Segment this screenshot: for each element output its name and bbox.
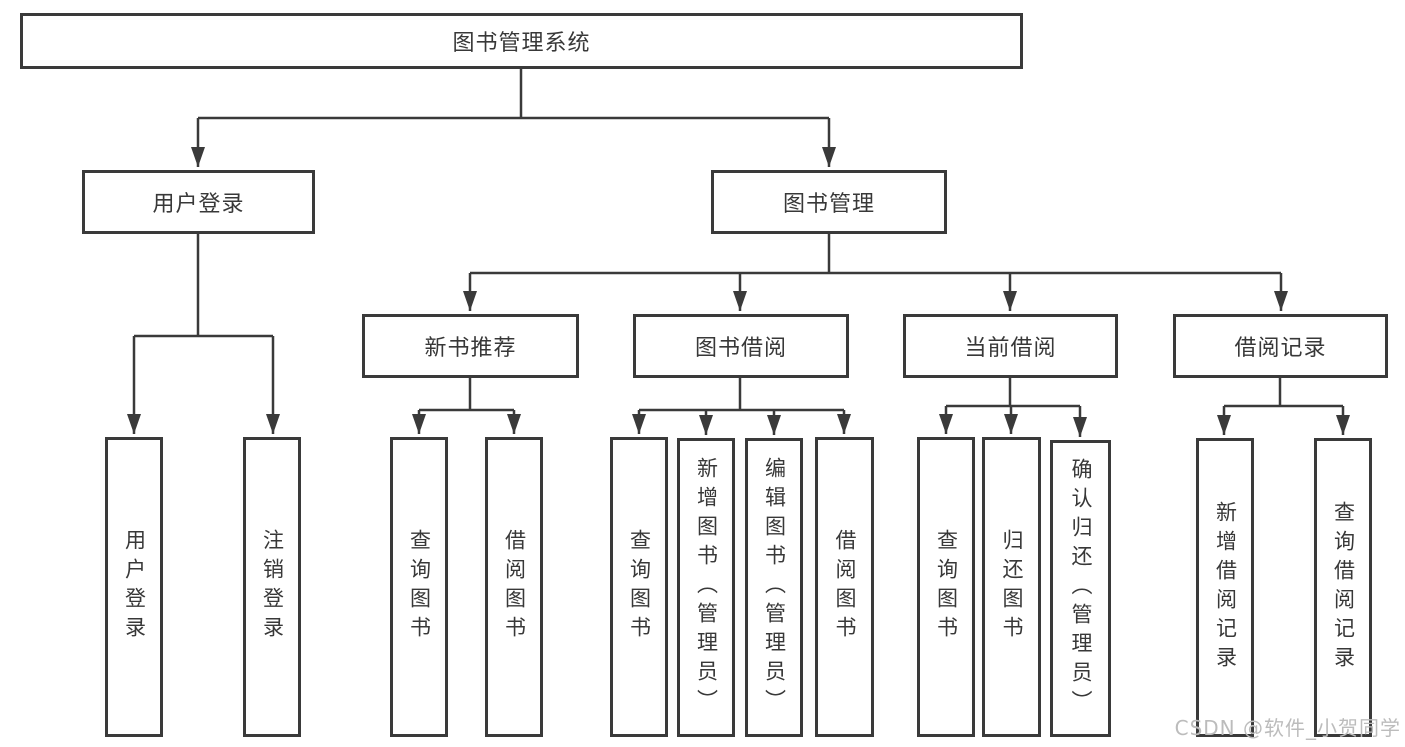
- leaf-label: 归还图书: [1000, 529, 1024, 645]
- node-label: 借阅记录: [1234, 336, 1327, 361]
- leaf-logout: 注销登录: [243, 437, 301, 737]
- node-label: 用户登录: [152, 192, 245, 217]
- leaf-label: 查询借阅记录: [1331, 500, 1356, 675]
- leaf-add-borrow-record: 新增借阅记录: [1196, 438, 1254, 737]
- node-user-login: 用户登录: [82, 170, 315, 234]
- node-book-management: 图书管理: [711, 170, 947, 234]
- leaf-label: 借阅图书: [502, 529, 527, 645]
- leaf-label: 用户登录: [122, 529, 147, 645]
- leaf-borrow-books-1: 借阅图书: [485, 437, 543, 737]
- leaf-label: 新增借阅记录: [1213, 500, 1238, 675]
- leaf-label: 查询图书: [407, 529, 432, 645]
- leaf-return-books: 归还图书: [982, 437, 1041, 737]
- leaf-label: 注销登录: [260, 529, 285, 645]
- node-library-management-system: 图书管理系统: [20, 13, 1023, 69]
- leaf-borrow-books-2: 借阅图书: [815, 437, 874, 737]
- leaf-label: 新增图书（管理员）: [694, 457, 719, 718]
- leaf-label: 确认归还（管理员）: [1069, 458, 1093, 719]
- leaf-label: 查询图书: [627, 529, 652, 645]
- leaf-label: 借阅图书: [833, 529, 857, 645]
- leaf-query-books-3: 查询图书: [917, 437, 975, 737]
- leaf-query-books-2: 查询图书: [610, 437, 668, 737]
- csdn-watermark: CSDN @软件_小贺同学: [1174, 716, 1401, 740]
- node-label: 新书推荐: [424, 336, 517, 361]
- node-borrow-records: 借阅记录: [1173, 314, 1388, 378]
- leaf-edit-books-admin: 编辑图书（管理员）: [745, 438, 803, 737]
- leaf-confirm-return-admin: 确认归还（管理员）: [1050, 440, 1111, 737]
- node-new-book-recommend: 新书推荐: [362, 314, 579, 378]
- node-book-borrow: 图书借阅: [633, 314, 849, 378]
- leaf-query-borrow-record: 查询借阅记录: [1314, 438, 1372, 737]
- leaf-label: 查询图书: [934, 529, 959, 645]
- node-current-borrow: 当前借阅: [903, 314, 1118, 378]
- node-label: 当前借阅: [964, 336, 1057, 361]
- leaf-query-books-1: 查询图书: [390, 437, 448, 737]
- node-label: 图书管理系统: [452, 31, 591, 56]
- leaf-user-login: 用户登录: [105, 437, 163, 737]
- node-label: 图书借阅: [694, 336, 787, 361]
- leaf-add-books-admin: 新增图书（管理员）: [677, 438, 735, 737]
- node-label: 图书管理: [782, 192, 875, 217]
- leaf-label: 编辑图书（管理员）: [762, 457, 787, 718]
